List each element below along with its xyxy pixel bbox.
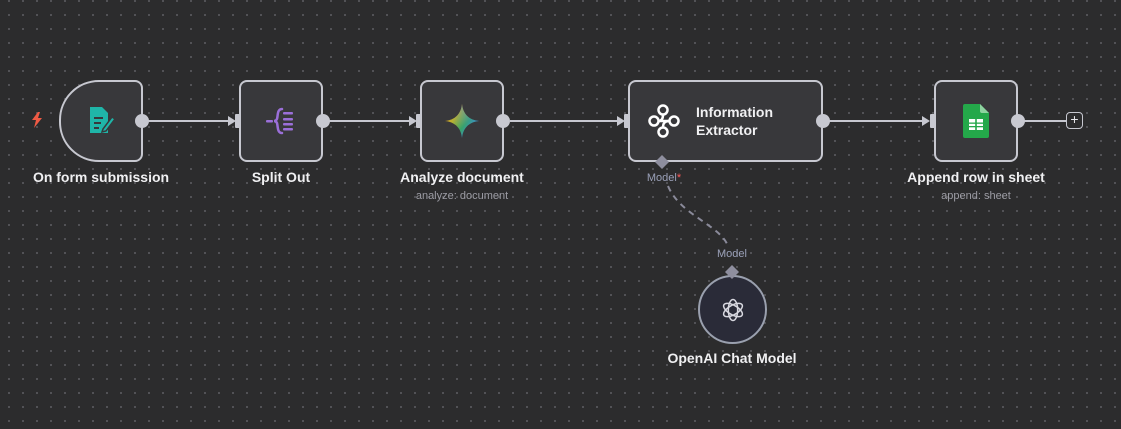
- node-information-extractor[interactable]: Information Extractor: [628, 80, 823, 162]
- output-handle[interactable]: [496, 114, 510, 128]
- output-handle[interactable]: [816, 114, 830, 128]
- model-handle-label: Model*: [647, 172, 681, 184]
- output-handle[interactable]: [1011, 114, 1025, 128]
- form-document-edit-icon: [90, 107, 116, 134]
- input-handle[interactable]: [624, 114, 630, 128]
- required-marker: *: [676, 172, 682, 184]
- model-output-handle[interactable]: [725, 265, 739, 279]
- node-subtitle: append: sheet: [941, 190, 1011, 202]
- gemini-sparkle-icon: [445, 104, 479, 138]
- node-title: Append row in sheet: [907, 169, 1045, 185]
- node-split-out[interactable]: [239, 80, 323, 162]
- node-title: On form submission: [32, 169, 170, 185]
- output-handle[interactable]: [316, 114, 330, 128]
- node-append-row-in-sheet[interactable]: [934, 80, 1018, 162]
- input-handle[interactable]: [930, 114, 936, 128]
- split-out-icon: [266, 107, 293, 135]
- input-handle[interactable]: [416, 114, 422, 128]
- node-title: Analyze document: [400, 169, 524, 185]
- google-sheets-icon: [963, 104, 989, 138]
- node-title: Information Extractor: [696, 103, 773, 139]
- openai-icon: [722, 298, 743, 321]
- node-on-form-submission[interactable]: [59, 80, 143, 162]
- extractor-branch-icon: [648, 104, 680, 138]
- node-subtitle: analyze: document: [415, 190, 509, 202]
- node-title: Split Out: [251, 169, 311, 185]
- connection-arrow: [922, 116, 930, 126]
- node-openai-chat-model[interactable]: [698, 275, 767, 344]
- model-input-handle[interactable]: [655, 155, 669, 169]
- input-handle[interactable]: [235, 114, 241, 128]
- node-title-line-2: Extractor: [696, 122, 758, 138]
- model-output-handle-label: Model: [717, 248, 747, 260]
- node-title: OpenAI Chat Model: [667, 350, 797, 366]
- lightning-bolt-icon: [32, 112, 42, 128]
- node-title-line-1: Information: [696, 104, 773, 120]
- node-analyze-document[interactable]: [420, 80, 504, 162]
- output-handle[interactable]: [135, 114, 149, 128]
- add-node-button[interactable]: +: [1066, 112, 1083, 129]
- model-handle-text: Model: [646, 172, 677, 184]
- connection-model-dashed[interactable]: [667, 185, 729, 247]
